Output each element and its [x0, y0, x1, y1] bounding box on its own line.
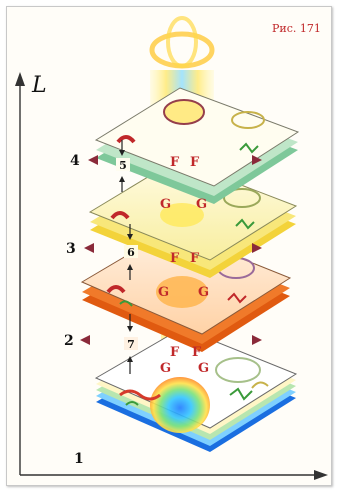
beam-top-ring	[152, 34, 212, 66]
letter-f: F	[190, 251, 200, 266]
axis-label: L	[31, 73, 47, 98]
y-axis-arrow	[15, 72, 25, 86]
figure-label: Рис. 171	[272, 22, 321, 35]
gap-arrow-head	[127, 326, 133, 332]
gap-indicators: 5 6 7	[116, 140, 138, 374]
x-axis-arrow	[314, 470, 328, 480]
gap-number-6: 6	[127, 246, 135, 259]
level-number-1: 1	[74, 451, 84, 467]
gap-number-7: 7	[127, 338, 135, 351]
letter-g: G	[198, 285, 209, 300]
letter-f: F	[190, 155, 200, 170]
letter-g: G	[160, 197, 171, 212]
marker-left	[80, 335, 90, 345]
beam-top-loop	[168, 18, 196, 66]
level-number-2: 2	[64, 333, 74, 349]
level-number-4: 4	[70, 153, 80, 169]
letter-g: G	[198, 361, 209, 376]
beam-crossing	[164, 100, 204, 124]
level-number-3: 3	[66, 241, 76, 257]
letter-g: G	[160, 361, 171, 376]
letter-f: F	[192, 345, 202, 360]
letter-f: F	[170, 251, 180, 266]
letter-f: F	[170, 345, 180, 360]
level-4-platform	[96, 88, 298, 204]
marker-left	[88, 155, 98, 165]
marker-right	[252, 335, 262, 345]
gap-number-5: 5	[119, 159, 127, 172]
letter-g: G	[158, 285, 169, 300]
marker-left	[84, 243, 94, 253]
core-spot	[150, 377, 210, 433]
letter-f: F	[170, 155, 180, 170]
letter-g: G	[196, 197, 207, 212]
level-numbers: 4 3 2 1	[64, 153, 84, 467]
